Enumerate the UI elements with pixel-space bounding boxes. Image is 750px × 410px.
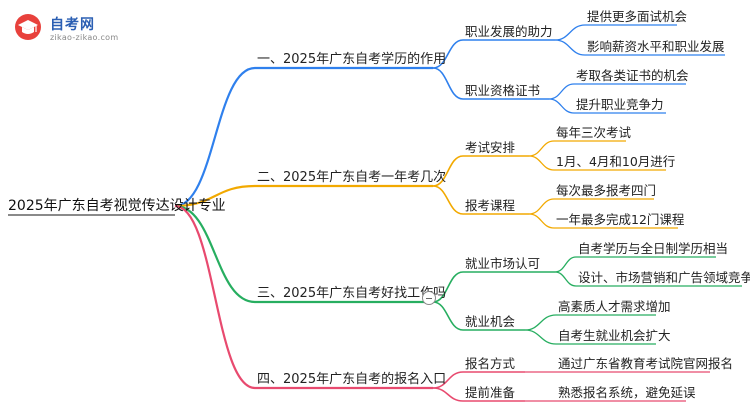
branch-4-label: 四、2025年广东自考的报名入口	[257, 372, 447, 387]
b3-to-child-2	[432, 301, 464, 331]
b2c2-leaf-1: 每次最多报考四门	[556, 183, 657, 198]
b2-to-child-2	[432, 185, 464, 215]
b3c1-to-leaf-2	[554, 271, 577, 287]
b2c1-leaf-1: 每年三次考试	[556, 125, 632, 140]
b2c2-to-leaf-2	[528, 213, 555, 229]
b4-to-child-2	[432, 387, 464, 402]
branch-2-label: 二、2025年广东自考一年考几次	[257, 170, 447, 185]
b2c2-to-leaf-1	[528, 198, 555, 215]
root-to-branch-4	[174, 204, 256, 390]
b1c2-to-leaf-2	[548, 98, 575, 114]
b1-to-child-1	[432, 39, 464, 69]
b3c1-leaf-2: 设计、市场营销和广告领域竞争优势	[578, 270, 750, 285]
b1c1-leaf-1: 提供更多面试机会	[587, 9, 688, 24]
b1c2-leaf-1: 考取各类证书的机会	[576, 68, 689, 83]
b1c1-to-leaf-2	[554, 39, 586, 56]
b1c2-to-leaf-1	[548, 83, 575, 100]
b1-child-2: 职业资格证书	[465, 83, 541, 98]
b4c2-leaf-1: 熟悉报名系统，避免延误	[558, 385, 696, 400]
b2-child-1: 考试安排	[465, 140, 516, 155]
b3c2-to-leaf-1	[524, 314, 557, 331]
b4c1-leaf-1: 通过广东省教育考试院官网报名	[558, 356, 734, 371]
branch-3-label: 三、2025年广东自考好找工作吗	[257, 286, 447, 301]
b2c2-leaf-2: 一年最多完成12门课程	[556, 212, 685, 227]
b2c1-to-leaf-2	[528, 155, 555, 171]
root-to-branch-3	[174, 204, 256, 304]
root-node: 2025年广东自考视觉传达设计专业	[8, 198, 226, 214]
b2-to-child-1	[432, 155, 464, 187]
b3c2-leaf-1: 高素质人才需求增加	[558, 299, 671, 314]
root-to-branch-2	[174, 184, 256, 208]
b1c1-leaf-2: 影响薪资水平和职业发展	[587, 39, 725, 54]
b3c1-to-leaf-1	[554, 256, 577, 273]
b2c1-leaf-2: 1月、4月和10月进行	[556, 154, 676, 169]
b2-child-2: 报考课程	[465, 198, 516, 213]
b3c2-to-leaf-2	[524, 329, 557, 345]
b3-child-2: 就业机会	[465, 314, 516, 329]
b1c2-leaf-2: 提升职业竞争力	[576, 97, 664, 112]
b1-to-child-2	[432, 67, 464, 100]
branch-1-label: 一、2025年广东自考学历的作用	[257, 52, 447, 67]
b3-child-1: 就业市场认可	[465, 256, 541, 271]
collapse-toggle-button[interactable]	[422, 291, 436, 305]
b4-child-1: 报名方式	[465, 356, 516, 371]
b2c1-to-leaf-1	[528, 140, 555, 157]
b4-child-2: 提前准备	[465, 385, 516, 400]
root-to-branch-1	[174, 66, 256, 208]
b1c1-to-leaf-1	[554, 24, 586, 41]
site-logo: 自考网 zikao-zikao.com	[14, 11, 144, 49]
b3c1-leaf-1: 自考学历与全日制学历相当	[578, 241, 729, 256]
logo-name: 自考网	[50, 17, 95, 33]
b3c2-leaf-2: 自考生就业机会扩大	[558, 328, 671, 343]
graduation-cap-icon	[15, 14, 41, 40]
logo-url: zikao-zikao.com	[50, 33, 119, 42]
b3-to-child-1	[432, 271, 464, 303]
b1-child-1: 职业发展的助力	[465, 24, 553, 39]
